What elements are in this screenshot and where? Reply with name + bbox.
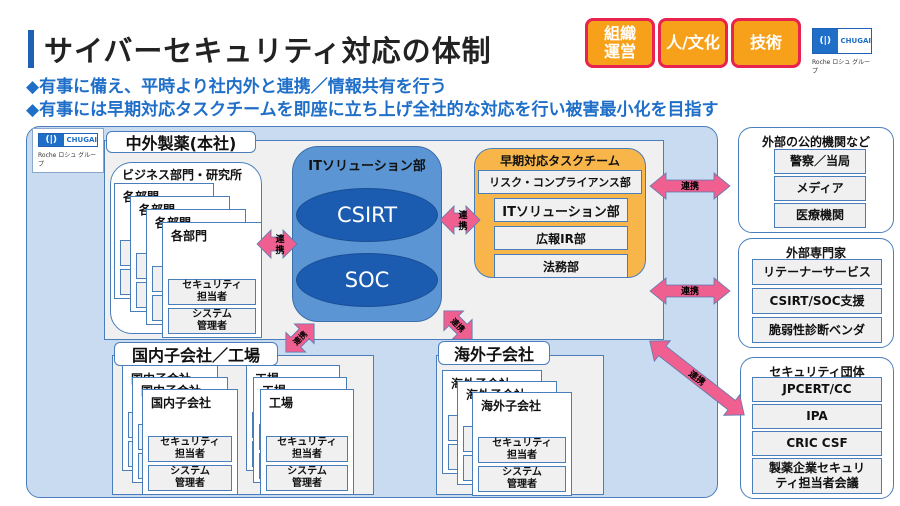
arrow-label: 連携 (681, 285, 699, 297)
role-line: システム (192, 309, 232, 320)
external-item: CRIC CSF (752, 431, 882, 456)
external-item: JPCERT/CC (752, 377, 882, 402)
arrow-label: 連 (275, 233, 285, 245)
task-member: ITソリューション部 (494, 198, 628, 222)
logo-mark-icon: (|) (39, 134, 64, 146)
logo-mark-icon: (|) (813, 29, 838, 53)
arrow-hq-public: 連携 (649, 172, 731, 200)
org-card-title: 工場 (269, 396, 294, 410)
soc-ellipse: SOC (296, 253, 438, 307)
hq-label: 中外製薬(本社) (106, 131, 256, 153)
factory-card: 工場セキュリティ担当者システム管理者 (260, 389, 354, 495)
external-item: IPA (752, 404, 882, 429)
security-officer-box: セキュリティ担当者 (168, 279, 256, 305)
arrow-hq-experts: 連携 (649, 277, 731, 305)
tag-line: 運営 (603, 42, 636, 61)
tag-people-culture: 人/文化 (658, 18, 728, 68)
task-member: 法務部 (494, 254, 628, 278)
external-item: リテーナーサービス (752, 259, 882, 285)
it-dept-label: ITソリューション部 (308, 159, 426, 174)
title-accent-bar (28, 30, 34, 68)
external-group-title: 外部専門家 (785, 246, 846, 260)
logo-subtitle: Roche ロシュ グループ (38, 152, 97, 168)
system-admin-box: システム管理者 (478, 466, 566, 492)
security-officer-box: セキュリティ担当者 (266, 436, 348, 462)
frame-logo: (|)CHUGAI Roche ロシュ グループ (32, 128, 104, 173)
role-line: セキュリティ (182, 280, 242, 291)
arrow-it-task: 連携 (439, 205, 481, 235)
role-line: セキュリティ (492, 438, 552, 449)
role-line: 担当者 (507, 450, 537, 461)
external-item-line: 製薬企業セキュリ (768, 461, 865, 475)
role-line: セキュリティ (160, 437, 220, 448)
tag-line: 組織 (603, 23, 636, 43)
role-line: 担当者 (292, 449, 322, 460)
arrow-label: 連携 (681, 180, 699, 192)
logo-subtitle: Roche ロシュ グループ (812, 59, 871, 75)
task-member: 広報IR部 (494, 226, 628, 250)
arrow-label: 連 (458, 209, 468, 221)
business-group-label: ビジネス部門・研究所 (122, 168, 243, 182)
department-card: 各部門セキュリティ担当者システム管理者 (162, 222, 262, 338)
external-item: メディア (774, 176, 866, 201)
bullet-2: ◆有事には早期対応タスクチームを即座に立ち上げ全社的な対応を行い被害最小化を目指… (26, 100, 719, 120)
external-item: CSIRT/SOC支援 (752, 288, 882, 314)
security-officer-box: セキュリティ担当者 (478, 437, 566, 463)
arrow-it-domestic: 連携 (275, 313, 325, 363)
arrow-label: 携 (458, 220, 467, 232)
org-card-title: 国内子会社 (151, 396, 212, 410)
arrow-label: 携 (275, 244, 284, 256)
role-line: 担当者 (197, 292, 227, 303)
external-group-title: 外部の公的機関など (761, 135, 870, 149)
csirt-ellipse: CSIRT (296, 188, 438, 242)
org-card-title: 各部門 (171, 229, 208, 243)
role-line: 管理者 (197, 321, 227, 332)
bullet-1: ◆有事に備え、平時より社内外と連携／情報共有を行う (26, 77, 447, 97)
company-logo: (|)CHUGAI Roche ロシュ グループ (812, 28, 872, 75)
task-team-label: 早期対応タスクチーム (500, 154, 620, 168)
overseas-label: 海外子会社 (438, 341, 550, 365)
external-item: 脆弱性診断ベンダ (752, 317, 882, 343)
tag-technology: 技術 (731, 18, 801, 68)
system-admin-box: システム管理者 (168, 308, 256, 334)
security-officer-box: セキュリティ担当者 (148, 436, 232, 462)
task-member: リスク・コンプライアンス部 (478, 170, 642, 194)
system-admin-box: システム管理者 (148, 465, 232, 491)
role-line: 管理者 (292, 478, 322, 489)
arrow-hq-security-orgs: 連携 (649, 340, 745, 416)
page-title: サイバーセキュリティ対応の体制 (44, 34, 492, 68)
role-line: 管理者 (175, 478, 205, 489)
role-line: 管理者 (507, 479, 537, 490)
tag-organization: 組織運営 (585, 18, 655, 68)
role-line: セキュリティ (277, 437, 337, 448)
role-line: システム (287, 466, 327, 477)
arrow-it-overseas: 連携 (433, 300, 483, 350)
system-admin-box: システム管理者 (266, 465, 348, 491)
external-item: 医療機関 (774, 203, 866, 228)
domestic-subsidiary-card: 国内子会社セキュリティ担当者システム管理者 (142, 389, 238, 495)
logo-name: CHUGAI (837, 29, 871, 53)
external-group-title: セキュリティ団体 (769, 365, 865, 379)
external-item: 製薬企業セキュリ ティ担当者会議 (752, 458, 882, 494)
external-item-line: ティ担当者会議 (775, 476, 859, 490)
overseas-subsidiary-card: 海外子会社セキュリティ担当者システム管理者 (472, 392, 572, 496)
role-line: 担当者 (175, 449, 205, 460)
external-item: 警察／当局 (774, 149, 866, 174)
arrow-business-it: 連携 (256, 229, 298, 259)
org-card-title: 海外子会社 (481, 399, 542, 413)
logo-name: CHUGAI (63, 134, 97, 146)
role-line: システム (170, 466, 210, 477)
role-line: システム (502, 467, 542, 478)
